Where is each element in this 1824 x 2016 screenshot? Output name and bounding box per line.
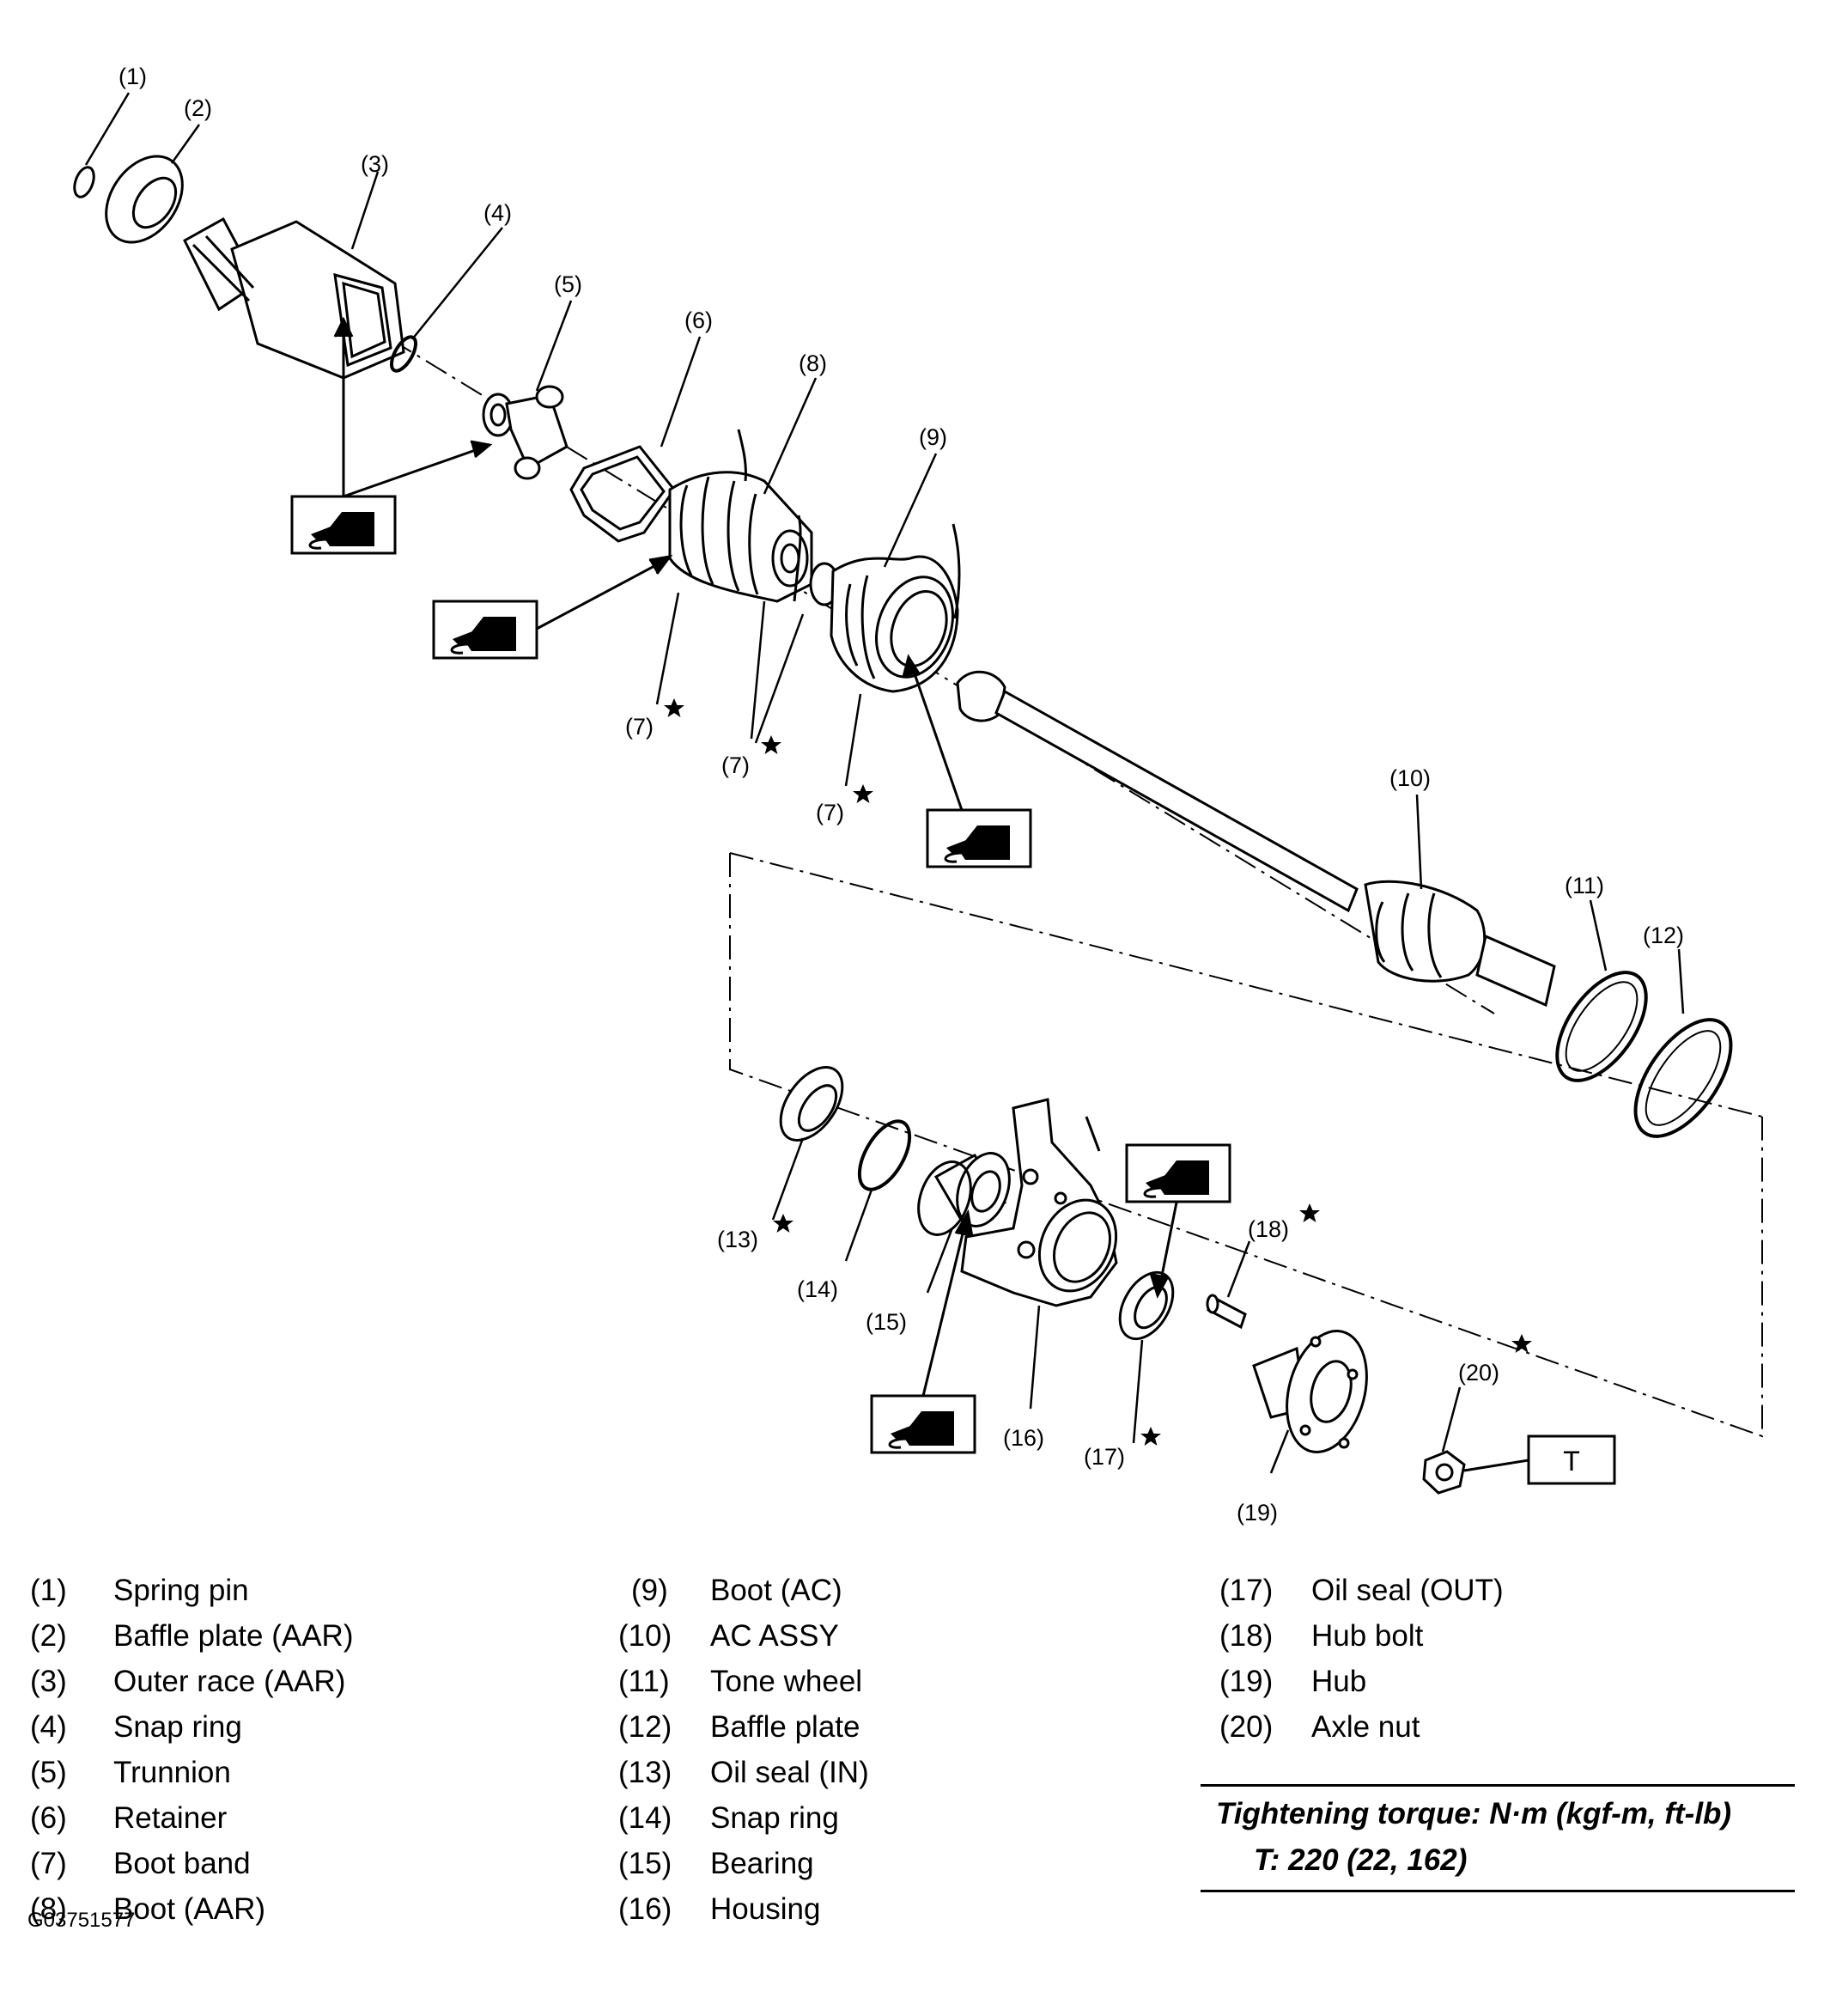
baffle-plate — [1633, 1018, 1733, 1138]
grease-application-icon — [1125, 1143, 1231, 1203]
callout-14: (14) — [797, 1276, 838, 1302]
callout-6: (6) — [684, 308, 713, 333]
callout-13: (13) — [717, 1227, 758, 1252]
callout-1: (1) — [119, 64, 147, 89]
callout-15: (15) — [866, 1309, 907, 1335]
baffle-plate-aar — [105, 155, 184, 244]
callout-7a: (7) — [625, 714, 654, 740]
star-replace-icon — [1140, 1427, 1161, 1446]
callout-12: (12) — [1643, 923, 1684, 948]
outer-race-aar — [183, 216, 405, 380]
ac-assy — [956, 670, 1556, 1008]
callout-4: (4) — [483, 200, 512, 226]
callout-11: (11) — [1565, 873, 1604, 898]
callout-9: (9) — [919, 424, 947, 450]
callout-3: (3) — [361, 151, 389, 177]
hub-assembly-bracket — [729, 853, 1763, 1438]
callout-18: (18) — [1248, 1216, 1289, 1242]
star-replace-icon — [1511, 1334, 1532, 1353]
spring-pin — [73, 166, 95, 198]
boot-ac — [809, 523, 961, 693]
torque-box-label: T — [1563, 1446, 1580, 1477]
oil-seal-in — [779, 1066, 844, 1142]
star-replace-icon — [853, 784, 873, 803]
grease-application-icon — [926, 808, 1032, 868]
torque-box — [1527, 1434, 1616, 1485]
grease-arrows — [333, 316, 1178, 1397]
callout-16: (16) — [1003, 1425, 1044, 1451]
callout-10: (10) — [1389, 765, 1431, 791]
hub — [1252, 1330, 1368, 1453]
boot-aar — [668, 429, 813, 603]
star-replace-icon — [1299, 1203, 1320, 1222]
callout-7c: (7) — [816, 800, 844, 825]
retainer — [569, 445, 676, 543]
star-replace-icon — [761, 735, 781, 754]
grease-application-icon — [870, 1394, 976, 1454]
star-replace-icon — [773, 1214, 793, 1233]
callout-8: (8) — [799, 350, 827, 376]
grease-application-icon — [432, 600, 538, 660]
snap-ring-14 — [857, 1119, 912, 1191]
leader-lines — [84, 92, 1685, 1474]
oil-seal-out — [1118, 1270, 1175, 1341]
hub-bolt — [1206, 1294, 1247, 1330]
shaft-centerline — [390, 338, 1495, 1014]
trunnion — [482, 385, 568, 480]
callout-17: (17) — [1084, 1444, 1125, 1470]
housing — [960, 1098, 1118, 1307]
tone-wheel — [1555, 971, 1648, 1082]
bearing — [917, 1152, 1011, 1236]
star-replace-icon — [664, 698, 684, 717]
callout-19: (19) — [1237, 1500, 1278, 1526]
axle-nut — [1422, 1450, 1466, 1495]
callout-7b: (7) — [721, 752, 750, 778]
grease-application-icon — [290, 495, 397, 555]
callout-5: (5) — [554, 271, 582, 297]
callout-20: (20) — [1458, 1360, 1499, 1386]
callout-2: (2) — [184, 95, 212, 121]
